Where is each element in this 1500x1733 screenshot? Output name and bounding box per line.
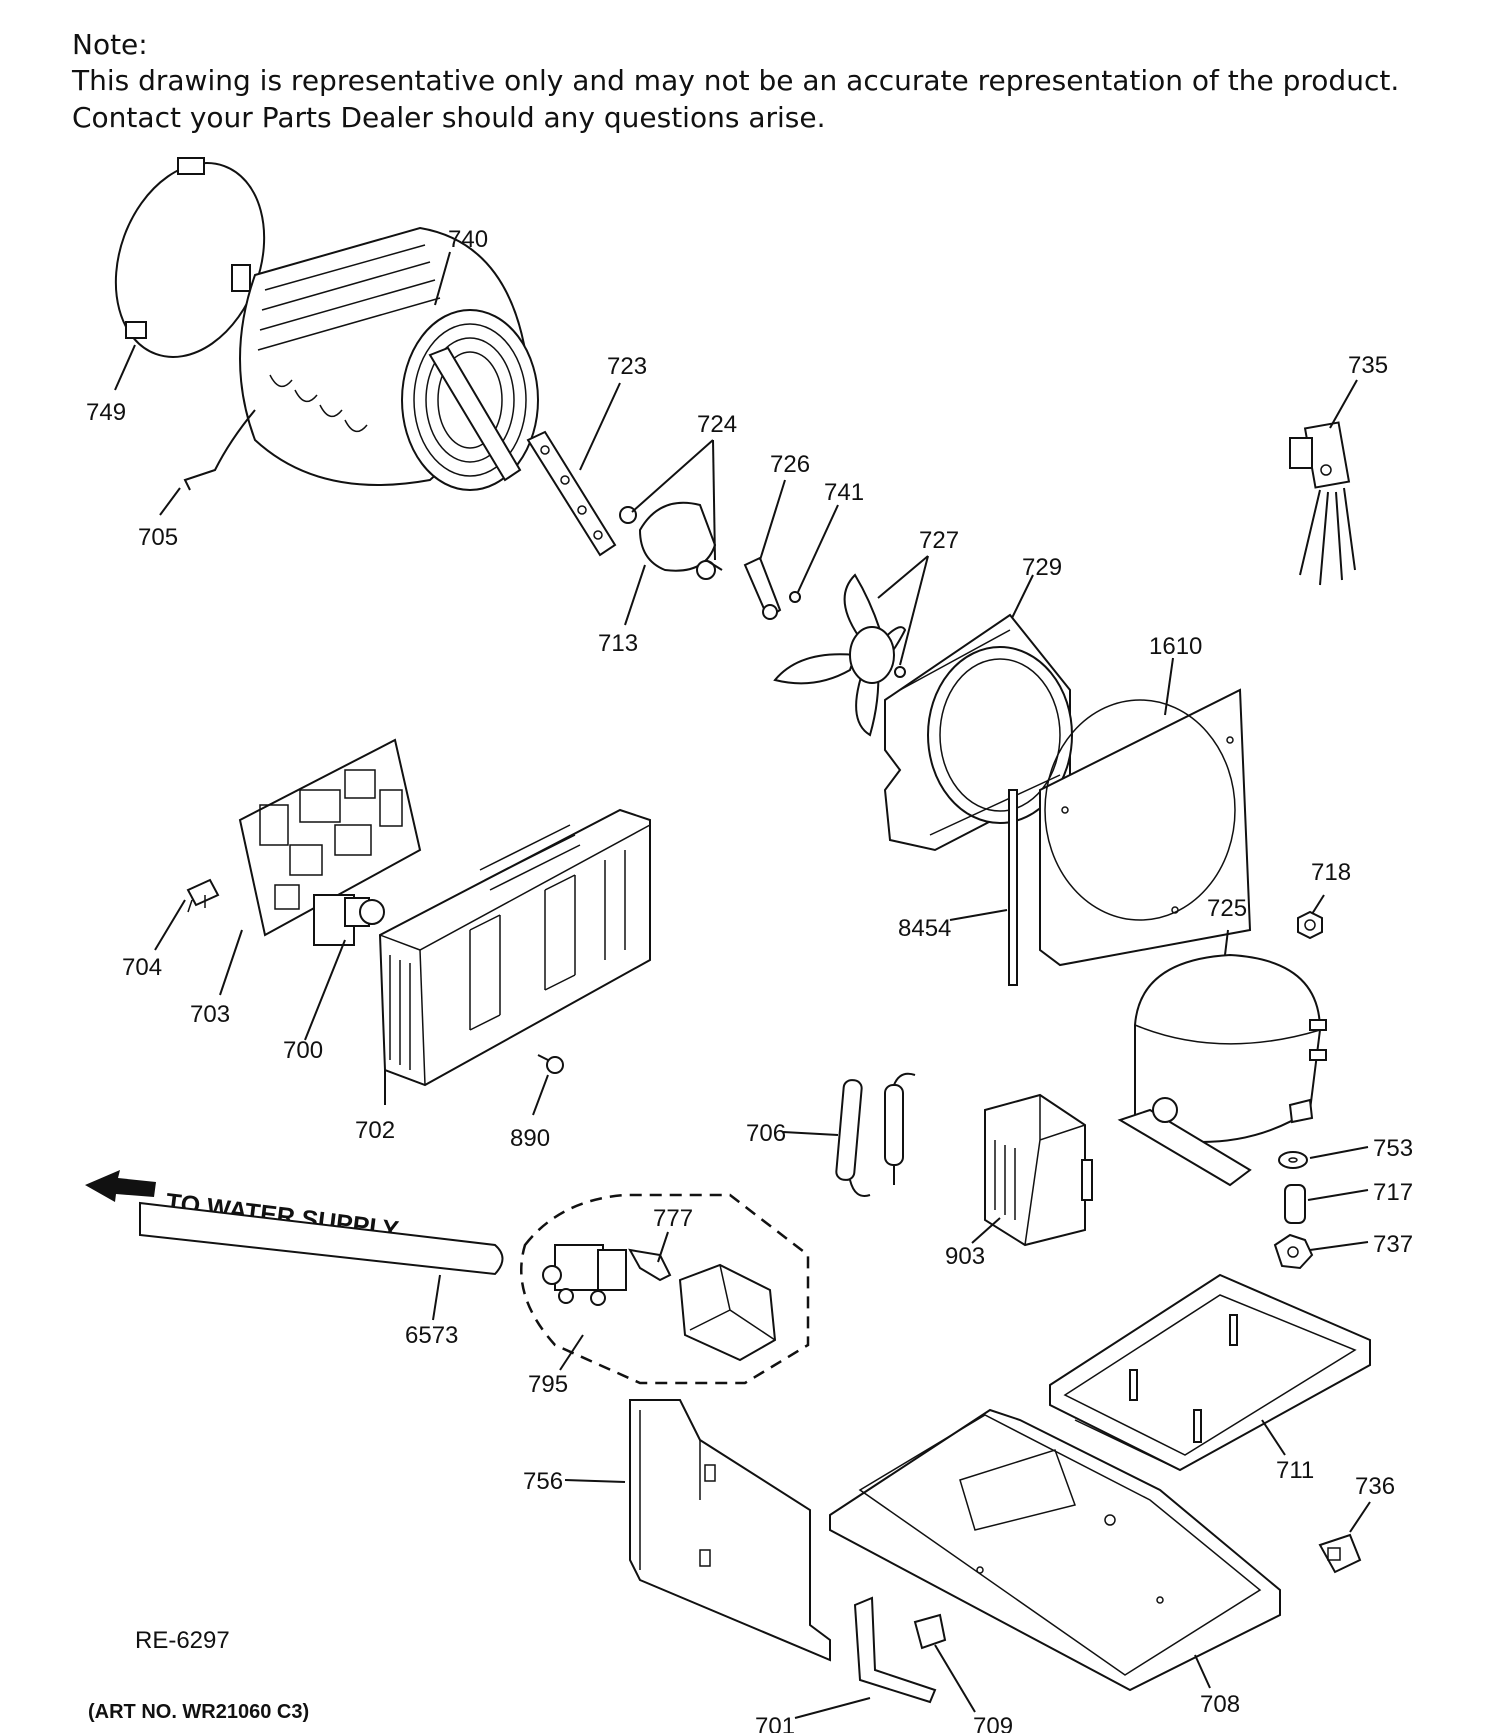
part-756-panel <box>629 1399 831 1662</box>
label-713: 713 <box>598 630 638 657</box>
part-727-fan-blade <box>773 573 907 737</box>
label-717: 717 <box>1373 1179 1413 1206</box>
label-756: 756 <box>523 1468 563 1495</box>
label-708: 708 <box>1200 1691 1240 1718</box>
part-718-nut <box>1297 910 1323 940</box>
part-717-sleeve <box>1284 1184 1306 1224</box>
label-711: 711 <box>1276 1457 1314 1484</box>
label-741: 741 <box>824 479 864 506</box>
leader-lines <box>114 251 1371 1719</box>
note-heading: Note: <box>72 28 148 61</box>
label-737: 737 <box>1373 1231 1413 1258</box>
part-753-washer <box>1278 1151 1308 1169</box>
art-number: (ART NO. WR21060 C3) <box>88 1701 309 1723</box>
part-703-control-board <box>238 738 422 937</box>
part-1610-partition <box>1039 688 1252 967</box>
label-701: 701 <box>755 1713 795 1733</box>
label-753: 753 <box>1373 1135 1413 1162</box>
label-726: 726 <box>770 451 810 478</box>
label-6573: 6573 <box>405 1322 458 1349</box>
part-795-valve-assembly <box>520 1193 810 1385</box>
note-line-2: Contact your Parts Dealer should any que… <box>72 101 826 134</box>
label-724: 724 <box>697 411 737 438</box>
part-729-shroud <box>883 613 1073 852</box>
part-903-inverter <box>984 1093 1093 1247</box>
part-735-relay <box>1289 421 1356 586</box>
label-704: 704 <box>122 954 162 981</box>
ref-code: RE-6297 <box>135 1627 230 1654</box>
label-706: 706 <box>746 1120 786 1147</box>
part-708-base-pan <box>829 1408 1281 1692</box>
part-700-sensor <box>313 894 385 946</box>
label-700: 700 <box>283 1037 323 1064</box>
label-729: 729 <box>1022 554 1062 581</box>
part-890-screw <box>537 1054 564 1074</box>
part-740-condenser-coil <box>183 226 539 491</box>
label-709: 709 <box>973 1713 1013 1733</box>
part-726-bracket <box>743 556 782 620</box>
label-795: 795 <box>528 1371 568 1398</box>
label-1610: 1610 <box>1149 633 1202 660</box>
label-735: 735 <box>1348 352 1388 379</box>
label-777: 777 <box>653 1205 693 1232</box>
part-713-fan-motor <box>619 501 723 580</box>
label-702: 702 <box>355 1117 395 1144</box>
label-703: 703 <box>190 1001 230 1028</box>
part-725-compressor <box>1117 953 1327 1187</box>
label-718: 718 <box>1311 859 1351 886</box>
part-702-board-cover <box>378 808 651 1087</box>
part-737-grommet <box>1273 1233 1314 1270</box>
label-903: 903 <box>945 1243 985 1270</box>
note-line-1: This drawing is representative only and … <box>72 64 1400 97</box>
part-701-bracket <box>853 1596 937 1704</box>
part-711-base-frame <box>1049 1273 1371 1472</box>
label-740: 740 <box>448 226 488 253</box>
label-8454: 8454 <box>898 915 951 942</box>
label-705: 705 <box>138 524 178 551</box>
part-709-bracket <box>913 1613 947 1650</box>
part-8454-strip <box>1008 789 1018 986</box>
label-725: 725 <box>1207 895 1247 922</box>
part-741-screw <box>789 591 801 603</box>
part-6573-tube <box>139 1201 504 1276</box>
part-number-labels: 740 749 705 723 724 713 726 741 727 735 … <box>86 226 1413 1733</box>
label-723: 723 <box>607 353 647 380</box>
label-736: 736 <box>1355 1473 1395 1500</box>
part-706-dryer <box>835 1072 916 1197</box>
part-723-bracket <box>526 430 617 557</box>
part-704-connector <box>186 878 220 913</box>
label-727: 727 <box>919 527 959 554</box>
label-890: 890 <box>510 1125 550 1152</box>
label-749: 749 <box>86 399 126 426</box>
part-736-switch <box>1318 1533 1362 1574</box>
